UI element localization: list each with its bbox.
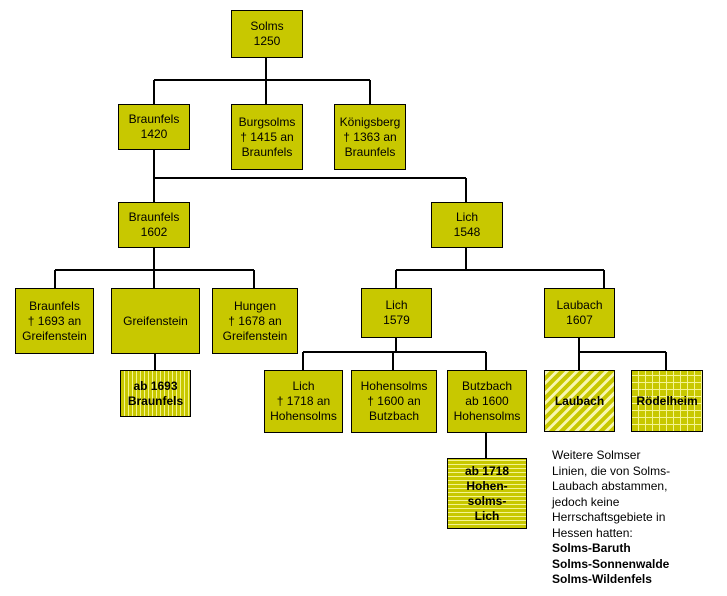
- note-further-lines: Weitere Solmser Linien, die von Solms- L…: [552, 448, 670, 588]
- note-line: Weitere Solmser: [552, 448, 641, 462]
- note-line: Hessen hatten:: [552, 525, 633, 540]
- node-laubach-1607: Laubach 1607: [544, 288, 615, 338]
- territory-ab-1693-braunfels: ab 1693 Braunfels: [120, 370, 191, 417]
- node-greifenstein: Greifenstein: [111, 288, 200, 354]
- note-line: Linien, die von Solms-: [552, 463, 671, 478]
- node-butzbach: Butzbach ab 1600 Hohensolms: [447, 370, 527, 433]
- node-braunfels-1602: Braunfels 1602: [118, 202, 190, 248]
- note-line-solms-baruth: Solms-Baruth: [552, 541, 631, 555]
- node-burgsolms: Burgsolms † 1415 an Braunfels: [231, 104, 303, 170]
- territory-roedelheim: Rödelheim: [631, 370, 703, 432]
- node-koenigsberg: Königsberg † 1363 an Braunfels: [334, 104, 406, 170]
- node-lich-1718: Lich † 1718 an Hohensolms: [264, 370, 343, 433]
- node-lich-1579: Lich 1579: [361, 288, 432, 338]
- note-line: jedoch keine: [552, 494, 620, 509]
- node-solms-1250: Solms 1250: [231, 10, 303, 58]
- node-braunfels-1420: Braunfels 1420: [118, 104, 190, 150]
- note-line-solms-sonnenwalde: Solms-Sonnenwalde: [552, 556, 670, 571]
- note-line: Laubach abstammen,: [552, 479, 668, 493]
- note-line: Herrschaftsgebiete in: [552, 510, 666, 524]
- note-line-solms-wildenfels: Solms-Wildenfels: [552, 572, 652, 586]
- node-lich-1548: Lich 1548: [431, 202, 503, 248]
- node-hohensolms: Hohensolms † 1600 an Butzbach: [351, 370, 437, 433]
- territory-laubach: Laubach: [544, 370, 615, 432]
- territory-ab-1718-hohensolms-lich: ab 1718 Hohen- solms- Lich: [447, 458, 527, 529]
- node-hungen: Hungen † 1678 an Greifenstein: [212, 288, 298, 354]
- node-braunfels-1693: Braunfels † 1693 an Greifenstein: [15, 288, 94, 354]
